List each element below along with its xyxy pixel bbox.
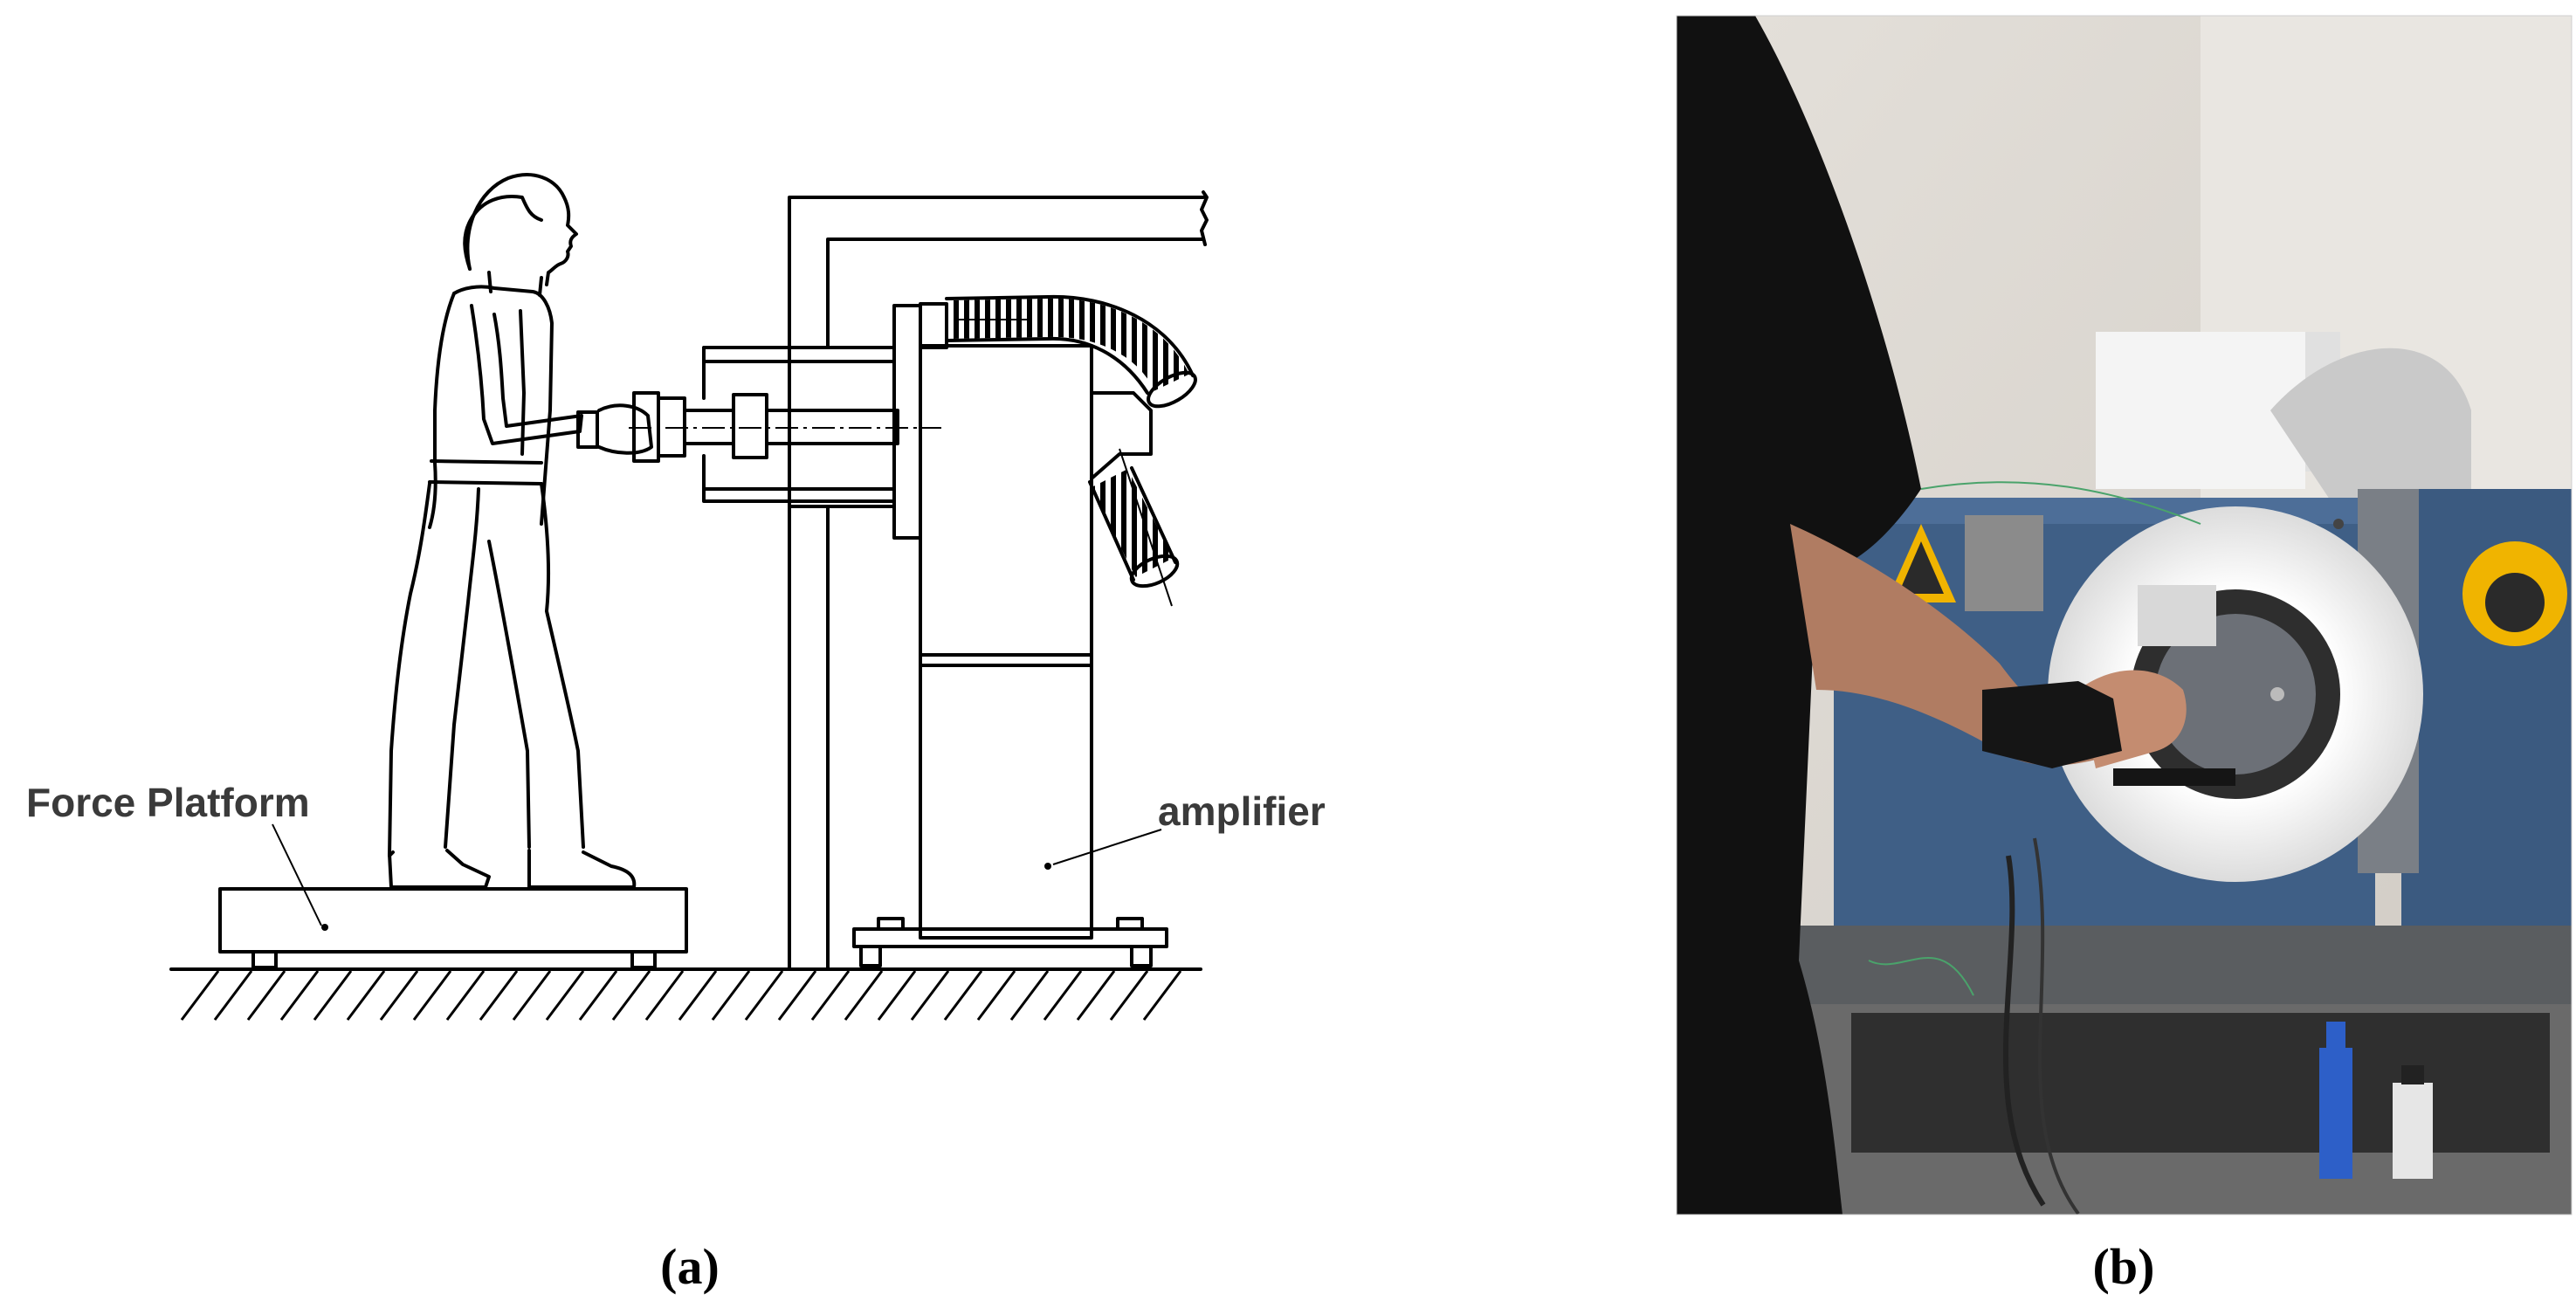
panel-b-photo: (b) (1676, 15, 2573, 1295)
hatch-stroke (379, 970, 419, 1021)
hatch-stroke (213, 970, 253, 1021)
hatch-stroke (180, 970, 220, 1021)
hatch-stroke (1142, 970, 1182, 1021)
person-drawing (388, 173, 653, 889)
handle-shaft-drawing (629, 304, 941, 540)
hatch-stroke (976, 970, 1016, 1021)
hatch-stroke (545, 970, 585, 1021)
force-platform-label: Force Platform (26, 780, 310, 825)
hatch-stroke (877, 970, 917, 1021)
hatch-stroke (1076, 970, 1116, 1021)
panel-b-caption: (b) (2093, 1238, 2155, 1295)
ground-hatching (169, 967, 1202, 1021)
panel-a-caption: (a) (660, 1238, 720, 1295)
hatch-stroke (611, 970, 651, 1021)
hatch-stroke (844, 970, 884, 1021)
hatch-stroke (479, 970, 519, 1021)
hatch-stroke (644, 970, 685, 1021)
hatch-stroke (678, 970, 718, 1021)
hatch-stroke (711, 970, 751, 1021)
force-platform-leader (272, 823, 322, 926)
hatch-stroke (777, 970, 817, 1021)
hatch-stroke (246, 970, 286, 1021)
frame-column-drawing (788, 190, 1209, 969)
hatch-stroke (744, 970, 784, 1021)
amplifier-label: amplifier (1158, 788, 1326, 834)
amplifier-leader (1052, 829, 1162, 865)
hatch-stroke (943, 970, 983, 1021)
force-platform-drawing (218, 887, 688, 969)
hatch-stroke (1009, 970, 1050, 1021)
hatch-stroke (279, 970, 320, 1021)
hatch-stroke (512, 970, 552, 1021)
hatch-stroke (1109, 970, 1149, 1021)
hatch-stroke (445, 970, 486, 1021)
hatch-stroke (313, 970, 353, 1021)
hatch-stroke (578, 970, 618, 1021)
amplifier-drawing (852, 294, 1197, 967)
hatch-stroke (810, 970, 851, 1021)
hatch-stroke (346, 970, 386, 1021)
hatch-stroke (910, 970, 950, 1021)
panel-a-schematic: Force Platform amplifier (a) (26, 173, 1326, 1295)
hatch-stroke (1043, 970, 1083, 1021)
hatch-stroke (412, 970, 452, 1021)
